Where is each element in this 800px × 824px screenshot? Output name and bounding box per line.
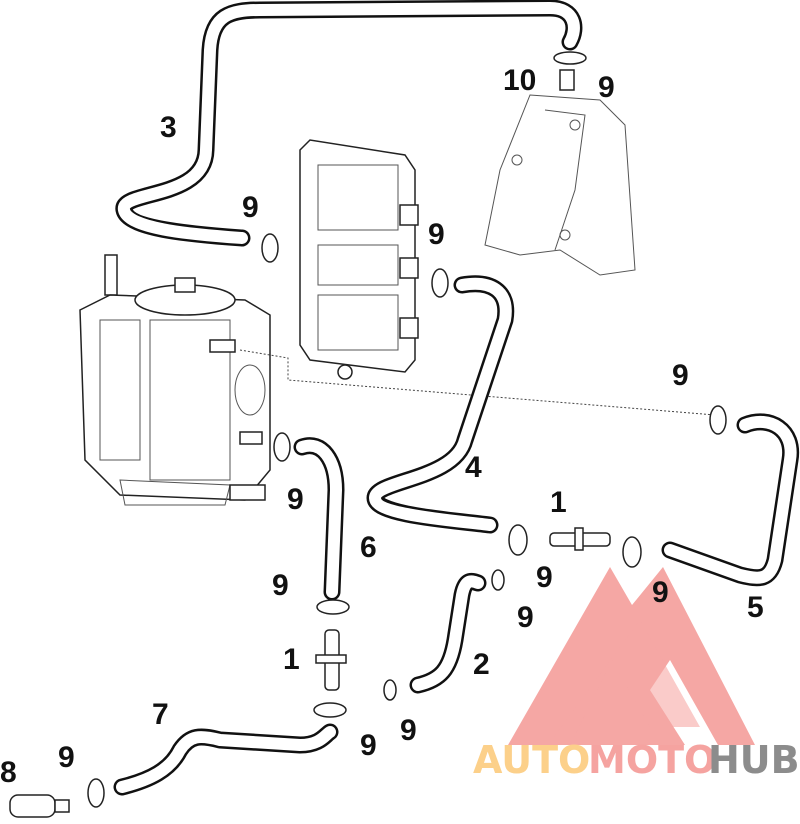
fitting-10 xyxy=(559,69,575,91)
connector-1-left xyxy=(315,629,347,691)
hose-clamps xyxy=(87,51,727,808)
valve-8 xyxy=(9,794,70,818)
hose-2 xyxy=(409,573,487,694)
watermark-auto: AUTO xyxy=(473,738,590,782)
callout-valve-8: 8 xyxy=(0,756,17,789)
callout-hose-5: 5 xyxy=(747,591,764,624)
connector-1-right xyxy=(549,527,611,551)
callout-clamp: 9 xyxy=(360,729,377,762)
fuel-filter-assembly xyxy=(79,254,271,506)
callout-clamp: 9 xyxy=(242,191,259,224)
hose-4 xyxy=(366,275,515,534)
callout-hose-6: 6 xyxy=(360,531,377,564)
callout-clamp: 9 xyxy=(652,576,669,609)
callout-clamp: 9 xyxy=(287,483,304,516)
callout-clamp: 9 xyxy=(517,601,534,634)
callout-clamp: 9 xyxy=(598,71,615,104)
mounting-bracket xyxy=(484,94,636,276)
watermark-hub: HUB xyxy=(708,738,800,782)
callout-hose-2: 2 xyxy=(473,648,490,681)
watermark-moto: MOTO xyxy=(588,738,716,782)
callout-connector-1: 1 xyxy=(283,643,300,676)
control-module xyxy=(299,139,419,380)
callout-clamp: 9 xyxy=(400,714,417,747)
callout-clamp: 9 xyxy=(272,569,289,602)
hose-5 xyxy=(661,413,800,587)
callout-clamp: 9 xyxy=(58,741,75,774)
callout-hose-7: 7 xyxy=(152,698,169,731)
callout-hose-4: 4 xyxy=(465,451,482,484)
callout-clamp: 9 xyxy=(672,359,689,392)
callout-connector-1: 1 xyxy=(550,486,567,519)
hose-6 xyxy=(293,437,345,601)
callout-clamp: 9 xyxy=(428,218,445,251)
callout-clamp: 9 xyxy=(536,561,553,594)
callout-hose-3: 3 xyxy=(160,111,177,144)
callout-fitting-10: 10 xyxy=(503,64,536,97)
hose-3 xyxy=(115,0,583,247)
hose-7 xyxy=(113,723,339,796)
automotohub-logo xyxy=(508,567,755,745)
reference-line xyxy=(239,349,716,416)
